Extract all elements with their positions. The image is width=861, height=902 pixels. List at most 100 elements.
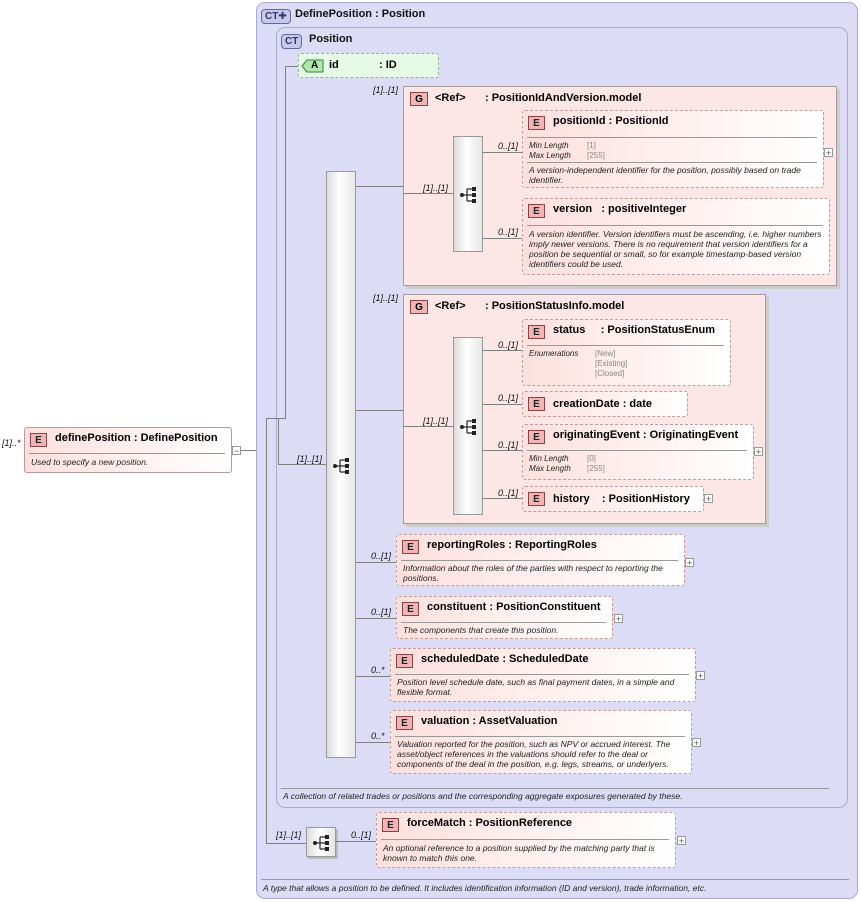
connector <box>278 464 326 465</box>
connector <box>483 152 522 153</box>
expand-toggle[interactable]: + <box>692 738 701 748</box>
group-cardinality: [1]..[1] <box>373 85 399 95</box>
sequence-compositor-forcematch[interactable] <box>306 827 336 857</box>
connector <box>266 418 286 419</box>
connector <box>356 562 396 563</box>
element-cardinality: 0..[1] <box>498 393 519 403</box>
expand-toggle[interactable]: + <box>677 836 686 846</box>
element-badge: E <box>528 204 545 218</box>
element-cardinality: 0..[1] <box>498 488 519 498</box>
facet-label: Max Length <box>529 464 571 473</box>
group-ref: <Ref> <box>435 92 466 104</box>
separator <box>527 137 817 138</box>
sequence-compositor[interactable] <box>453 337 483 515</box>
element-badge: E <box>528 116 545 130</box>
element-name: status : PositionStatusEnum <box>553 324 715 336</box>
collapse-toggle[interactable]: − <box>232 446 241 456</box>
separator <box>527 450 747 451</box>
element-valuation[interactable]: E valuation : AssetValuation Valuation r… <box>390 710 692 774</box>
sequence-compositor[interactable] <box>453 136 483 252</box>
enum-value: [Existing] <box>595 359 628 368</box>
element-name: valuation : AssetValuation <box>421 715 558 727</box>
complex-type-note: A collection of related trades or positi… <box>283 791 683 801</box>
element-history[interactable]: E history : PositionHistory <box>522 486 704 512</box>
element-name: definePosition : DefinePosition <box>55 432 218 444</box>
separator <box>395 674 689 675</box>
complex-type-title: Position <box>309 33 353 45</box>
connector <box>356 742 390 743</box>
facet-value: [255] <box>587 464 605 473</box>
connector <box>483 404 522 405</box>
sequence-cardinality: [1]..[1] <box>297 454 323 464</box>
separator <box>29 453 225 454</box>
element-status[interactable]: E status : PositionStatusEnum Enumeratio… <box>522 319 731 386</box>
element-badge: E <box>382 818 399 832</box>
element-name: positionId : PositionId <box>553 115 669 127</box>
element-reportingRoles[interactable]: E reportingRoles : ReportingRoles Inform… <box>396 534 685 586</box>
element-cardinality: 0..[1] <box>498 141 519 151</box>
connector <box>336 841 376 842</box>
element-originatingEvent[interactable]: E originatingEvent : OriginatingEvent Mi… <box>522 424 754 480</box>
facet-label: Min Length <box>529 141 569 150</box>
element-cardinality: 0..* <box>371 665 385 675</box>
element-cardinality: 0..* <box>371 731 385 741</box>
element-scheduledDate[interactable]: E scheduledDate : ScheduledDate Position… <box>390 648 696 702</box>
connector <box>483 498 522 499</box>
expand-toggle[interactable]: + <box>614 614 623 624</box>
connector <box>356 410 403 411</box>
attribute-type: : ID <box>379 59 397 71</box>
enum-value: [Closed] <box>595 369 625 378</box>
sequence-compositor-main[interactable] <box>326 171 356 758</box>
expand-toggle[interactable]: + <box>704 494 713 504</box>
element-name: originatingEvent : OriginatingEvent <box>553 429 739 441</box>
sequence-icon <box>460 187 476 203</box>
expand-toggle[interactable]: + <box>754 447 763 457</box>
attribute-badge: A <box>311 60 319 71</box>
connector <box>266 843 306 844</box>
connector <box>356 676 390 677</box>
element-positionId[interactable]: E positionId : PositionId Min Length [1]… <box>522 110 824 188</box>
attribute-id[interactable]: A id : ID <box>298 53 439 78</box>
connector <box>285 66 301 67</box>
separator <box>381 839 669 840</box>
connector <box>285 66 286 419</box>
sequence-cardinality: [1]..[1] <box>423 183 449 193</box>
element-description: A version-independent identifier for the… <box>529 165 801 185</box>
root-element-definePosition[interactable]: E definePosition : DefinePosition Used t… <box>24 427 232 473</box>
group-name: : PositionStatusInfo.model <box>485 300 625 312</box>
element-version[interactable]: E version : positiveInteger A version id… <box>522 198 830 275</box>
element-badge: E <box>396 716 413 730</box>
facet-value: [1] <box>587 141 596 150</box>
element-name: scheduledDate : ScheduledDate <box>421 653 589 665</box>
element-badge: E <box>528 325 545 339</box>
element-cardinality: 0..[1] <box>498 440 519 450</box>
separator <box>401 622 606 623</box>
complex-type-note: A type that allows a position to be defi… <box>263 883 707 893</box>
element-constituent[interactable]: E constituent : PositionConstituent The … <box>396 596 613 639</box>
expand-toggle[interactable]: + <box>696 671 705 681</box>
separator <box>527 225 823 226</box>
element-badge: E <box>402 540 419 554</box>
separator <box>527 162 817 163</box>
element-forceMatch[interactable]: E forceMatch : PositionReference An opti… <box>376 812 676 868</box>
facet-label: Min Length <box>529 454 569 463</box>
element-description: A version identifier. Version identifier… <box>529 229 822 269</box>
sequence-cardinality: [1]..[1] <box>276 830 302 840</box>
element-cardinality: 0..[1] <box>351 830 372 840</box>
enum-label: Enumerations <box>529 349 579 358</box>
element-description: An optional reference to a position supp… <box>383 843 655 863</box>
element-description: Position level schedule date, such as fi… <box>397 677 675 697</box>
element-creationDate[interactable]: E creationDate : date <box>522 391 688 417</box>
element-cardinality: 0..[1] <box>371 551 392 561</box>
expand-toggle[interactable]: + <box>824 148 833 158</box>
connector <box>241 450 267 451</box>
element-name: history : PositionHistory <box>553 493 690 505</box>
complex-type-badge: CT <box>281 34 303 49</box>
group-ref: <Ref> <box>435 300 466 312</box>
expand-toggle[interactable]: + <box>685 558 694 568</box>
element-badge: E <box>402 602 419 616</box>
attribute-badge-shape <box>301 59 324 73</box>
element-description: Information about the roles of the parti… <box>403 563 663 583</box>
enum-value: [New] <box>595 349 616 358</box>
group-badge: G <box>410 300 428 314</box>
